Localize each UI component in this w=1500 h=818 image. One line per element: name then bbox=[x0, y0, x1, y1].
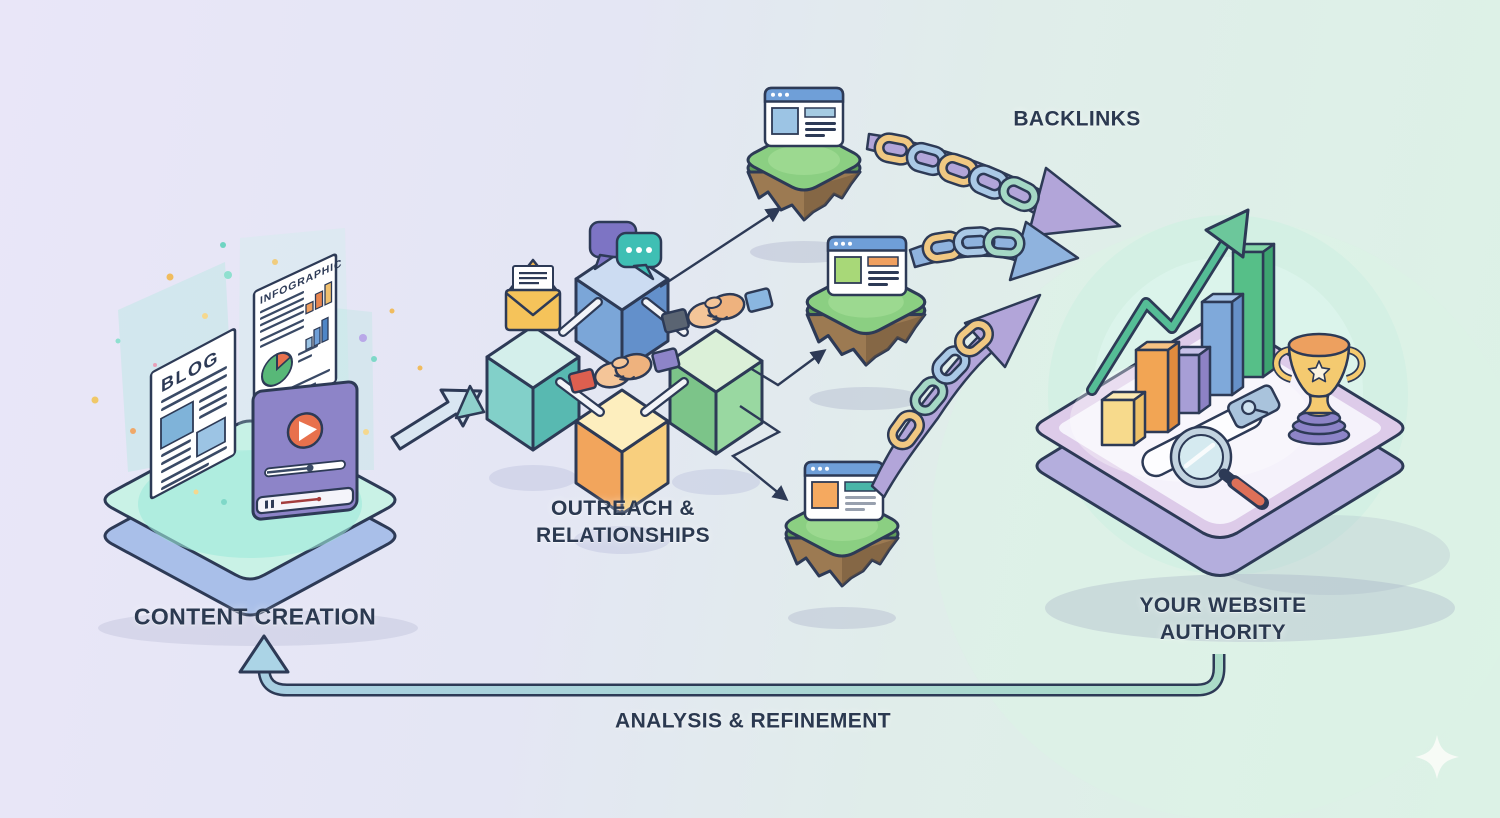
search-icon bbox=[1241, 399, 1257, 416]
label-content-creation: CONTENT CREATION bbox=[133, 603, 377, 630]
label-backlinks: BACKLINKS bbox=[1013, 107, 1141, 131]
browser-window-1 bbox=[763, 86, 845, 148]
sparkle-star-icon bbox=[1415, 735, 1459, 779]
connector-arrows bbox=[659, 207, 827, 501]
video-player-icon bbox=[251, 380, 359, 521]
label-analysis-refinement: ANALYSIS & REFINEMENT bbox=[615, 709, 891, 733]
website-island-1 bbox=[746, 86, 862, 265]
label-outreach-line2: RELATIONSHIPS bbox=[536, 524, 710, 547]
website-island-2 bbox=[805, 235, 927, 412]
bar-yellow bbox=[1100, 390, 1147, 447]
feedback-loop-arrow bbox=[238, 634, 1226, 697]
label-outreach-relationships: OUTREACH & RELATIONSHIPS bbox=[536, 495, 710, 549]
magnifier-icon bbox=[1169, 425, 1269, 510]
blog-image-block-2 bbox=[196, 416, 226, 458]
arrow-to-island-1 bbox=[659, 207, 782, 289]
trophy-icon bbox=[1272, 332, 1366, 446]
sparkle-dots bbox=[91, 242, 423, 505]
platform-shadow bbox=[98, 610, 418, 646]
backlink-chain-arrow-3 bbox=[870, 293, 1042, 499]
small-teal-arrow bbox=[454, 384, 486, 420]
website-island-3 bbox=[784, 460, 900, 631]
label-authority-line1: YOUR WEBSITE bbox=[1139, 594, 1307, 617]
outreach-cubes bbox=[454, 220, 774, 554]
handshake-icon-2 bbox=[567, 347, 681, 394]
backlink-chain-arrow-1 bbox=[865, 134, 1122, 238]
cube-handshake-green bbox=[668, 328, 764, 456]
authority-platform bbox=[1035, 208, 1455, 642]
trend-arrow-icon bbox=[1086, 208, 1250, 396]
label-website-authority: YOUR WEBSITE AUTHORITY bbox=[1140, 592, 1307, 646]
cube-email bbox=[485, 324, 581, 452]
browser-window-3 bbox=[803, 460, 885, 522]
handshake-icon-1 bbox=[660, 287, 774, 334]
content-creation-platform: INFOGRAPHIC BLOG bbox=[91, 228, 423, 646]
label-outreach-line1: OUTREACH & bbox=[551, 497, 695, 520]
arrow-to-island-2 bbox=[749, 349, 827, 387]
backlink-chain-arrow-2 bbox=[908, 220, 1080, 282]
email-envelope-icon bbox=[504, 258, 562, 332]
label-authority-line2: AUTHORITY bbox=[1159, 621, 1287, 644]
browser-window-2 bbox=[826, 235, 908, 297]
blog-document-icon: BLOG bbox=[149, 328, 237, 500]
blog-image-block bbox=[160, 400, 194, 451]
star-icon bbox=[1307, 360, 1331, 383]
growth-bar-chart bbox=[1100, 242, 1276, 447]
search-chip bbox=[1227, 384, 1281, 429]
arrow-to-island-3 bbox=[730, 405, 789, 501]
loop-arrowhead bbox=[238, 634, 290, 674]
chat-bubbles-icon bbox=[588, 220, 663, 281]
